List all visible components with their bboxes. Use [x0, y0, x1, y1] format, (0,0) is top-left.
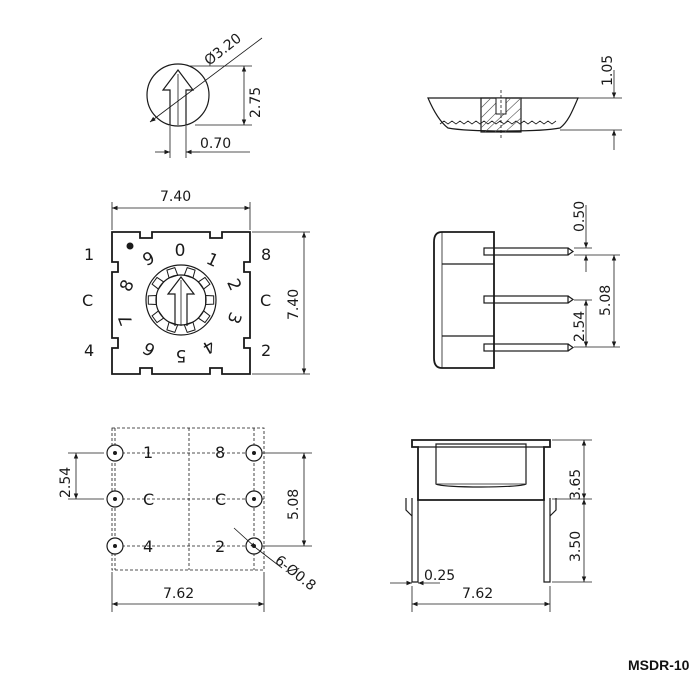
side-body-outline	[433, 231, 495, 369]
pin-label-top-right: 8	[261, 245, 271, 264]
pin-pitch-label: 5.08	[598, 285, 614, 316]
dial-number-5: 5	[176, 345, 187, 365]
switch-front-view: 3.65 3.50 0.25 7.62	[390, 439, 592, 612]
dial-number-4: 4	[199, 335, 218, 358]
rotor-arrow-icon	[166, 276, 196, 326]
pad-label-bottom-right: 2	[215, 537, 225, 556]
model-label: MSDR-10	[628, 657, 690, 673]
front-leg-right	[543, 498, 551, 583]
dial-number-6: 6	[140, 337, 159, 360]
knob-side-view: 1.05	[427, 55, 622, 150]
footprint-hole	[252, 451, 256, 455]
knob-height-label: 2.75	[248, 87, 264, 118]
front-body-height-label: 3.65	[568, 469, 584, 500]
dial-number-8: 8	[116, 277, 139, 295]
side-pin-mid	[483, 295, 569, 304]
pin-label-bottom-right: 2	[261, 341, 271, 360]
pin1-marker-dot	[126, 242, 134, 250]
front-body-outline	[411, 439, 551, 501]
side-pin-top	[483, 247, 569, 256]
footprint-view: 1 8 C C 4 2 2.54 5.08 7.62 6-Ø0.8	[58, 427, 319, 612]
knob-outline	[146, 63, 210, 127]
side-pin-bottom	[483, 343, 569, 352]
rotor-tooth	[205, 294, 215, 306]
footprint-pitch-label: 2.54	[58, 467, 74, 498]
knob-side-outline	[427, 97, 579, 132]
body-height-label: 7.40	[286, 289, 302, 320]
footprint-hole	[113, 544, 117, 548]
body-width-label: 7.40	[160, 189, 191, 205]
pad-label-mid-right: C	[215, 490, 226, 509]
front-width-label: 7.62	[462, 586, 493, 602]
pin-label-mid-left: C	[82, 291, 93, 310]
footprint-row-span-label: 5.08	[286, 489, 302, 520]
knob-top-view: Ø3.20 2.75 0.70	[146, 31, 264, 158]
footprint-hole	[113, 451, 117, 455]
pad-label-top-left: 1	[143, 443, 153, 462]
dial-number-2: 2	[222, 276, 245, 294]
dial-number-3: 3	[222, 309, 244, 326]
switch-side-view: 0.50 5.08 2.54	[433, 201, 620, 369]
front-pin-thickness-label: 0.25	[424, 568, 455, 584]
front-knob-outline	[435, 443, 527, 488]
hole-diameter-label: 6-Ø0.8	[272, 553, 319, 595]
pin-label-top-left: 1	[84, 245, 94, 264]
pad-label-top-right: 8	[215, 443, 225, 462]
dial-number-0: 0	[175, 241, 186, 261]
knob-arrow-icon	[161, 69, 195, 125]
footprint-hole	[113, 497, 117, 501]
pin-top-label: 0.50	[572, 201, 588, 232]
rotor-outer	[145, 264, 217, 336]
pad-label-bottom-left: 4	[143, 537, 153, 556]
pin-label-mid-right: C	[260, 291, 271, 310]
knob-diameter-label: Ø3.20	[202, 31, 245, 70]
footprint-pads	[106, 444, 263, 555]
knob-slot-width-label: 0.70	[200, 136, 231, 152]
dial-number-1: 1	[203, 249, 221, 272]
footprint-width-label: 7.62	[163, 586, 194, 602]
switch-top-view: 7.40 7.40 0 1 2 3 4 5 6 7 8 9 1 8 C C 4 …	[82, 189, 310, 375]
switch-body-outline	[111, 231, 251, 375]
dial-number-9: 9	[140, 248, 158, 271]
front-leg-left	[411, 498, 419, 583]
dial-number-7: 7	[115, 311, 137, 328]
footprint-hole	[252, 497, 256, 501]
pin-half-pitch-label: 2.54	[572, 311, 588, 342]
pin-label-bottom-left: 4	[84, 341, 94, 360]
front-pin-length-label: 3.50	[568, 531, 584, 562]
knob-side-height-label: 1.05	[600, 55, 616, 86]
rotor-tooth	[147, 294, 157, 306]
pad-label-mid-left: C	[143, 490, 154, 509]
